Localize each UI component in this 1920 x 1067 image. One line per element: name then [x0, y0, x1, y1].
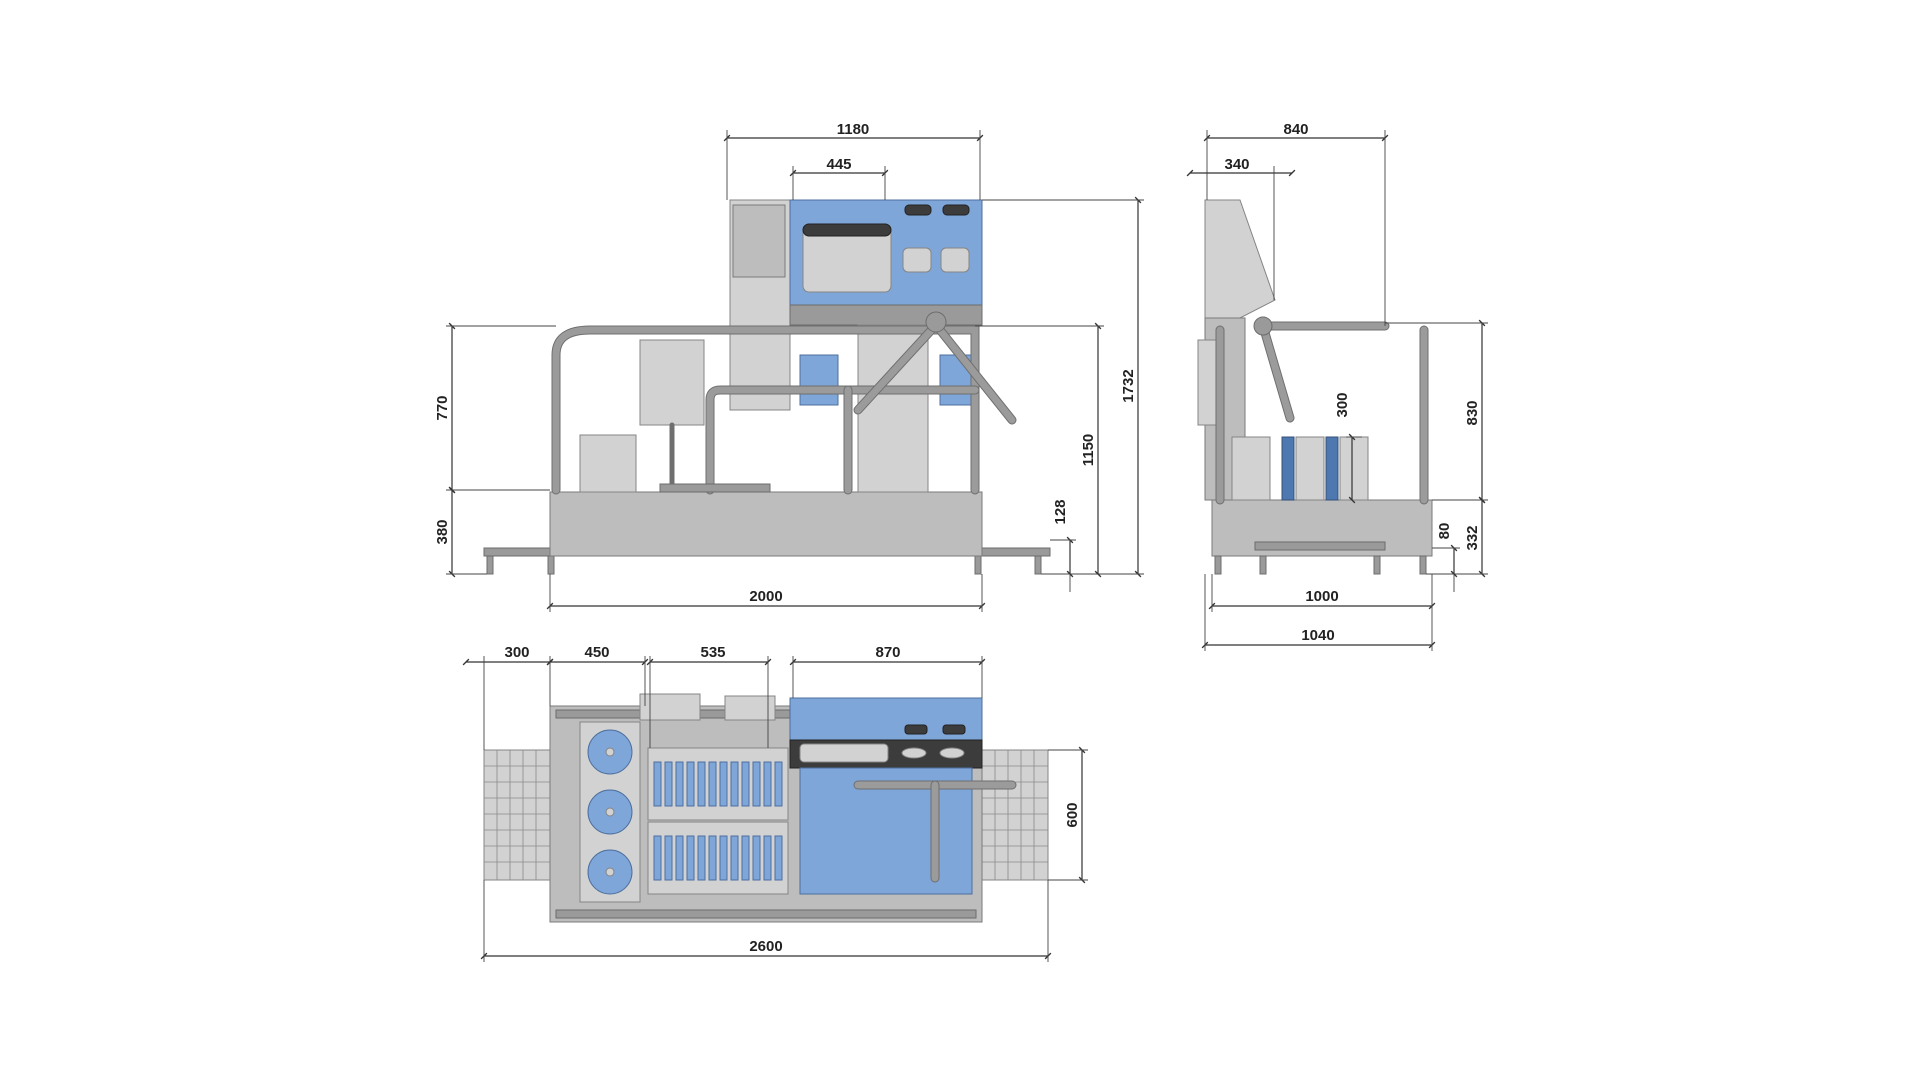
top-view — [483, 693, 1049, 923]
dim-panel-zone: 870 — [875, 644, 900, 661]
side-brush — [1325, 436, 1339, 501]
front-left-ramp — [483, 547, 555, 557]
panel-bottom-strip — [789, 304, 983, 326]
top-rail-front — [555, 909, 977, 919]
side-brush-unit — [1339, 436, 1369, 501]
brush-bristle — [675, 761, 684, 807]
brush-bristle — [686, 761, 695, 807]
brush-bristle — [730, 761, 739, 807]
electrical-box — [639, 339, 705, 426]
top-dimensions: 300 450 535 870 600 2600 — [462, 644, 1088, 962]
towel-dispenser — [732, 204, 786, 278]
front-leg — [974, 555, 982, 575]
side-dimensions: 840 340 300 830 332 80 1000 1040 — [1186, 121, 1488, 651]
dim-turnstile-height: 1150 — [1080, 434, 1097, 467]
dim-disc-zone: 450 — [584, 644, 609, 661]
front-leg — [547, 555, 555, 575]
sanitizer-canister — [799, 354, 839, 406]
brush-bristle — [708, 835, 717, 881]
brush-row — [653, 761, 783, 807]
side-leg — [1214, 555, 1222, 575]
dim-rail-height: 770 — [434, 395, 451, 420]
dispenser-button — [904, 204, 932, 216]
brush-bristle — [752, 835, 761, 881]
brush-bristle — [719, 761, 728, 807]
dim-side-leg-height: 80 — [1436, 523, 1453, 540]
dim-inner-length: 1000 — [1305, 588, 1338, 605]
dim-brush-zone: 535 — [700, 644, 725, 661]
sanitizer-nozzle — [902, 247, 932, 273]
brush-bristle — [664, 761, 673, 807]
dispenser-button — [942, 204, 970, 216]
brush-bristle — [763, 761, 772, 807]
top-left-grate — [483, 749, 551, 881]
right-grate-mesh — [982, 750, 1048, 880]
brush-bristle — [653, 835, 662, 881]
front-bin — [579, 434, 637, 493]
front-base-tub — [549, 491, 983, 557]
brush-bristle — [697, 835, 706, 881]
front-dimensions: 1180 445 770 380 1732 1150 128 2000 — [434, 121, 1144, 612]
top-electrical-box — [639, 693, 701, 721]
side-drawer — [1254, 541, 1386, 551]
side-brush-unit — [1295, 436, 1325, 501]
dim-base-height: 380 — [434, 519, 451, 544]
dim-overall-depth: 840 — [1283, 121, 1308, 138]
dim-overall-width: 1180 — [837, 121, 870, 138]
side-leg — [1419, 555, 1427, 575]
dim-top-width: 600 — [1064, 802, 1081, 827]
turnstile-arm-inner — [854, 321, 940, 414]
front-leg — [1034, 555, 1042, 575]
side-view — [1197, 199, 1433, 575]
dim-side-rail-height: 830 — [1464, 400, 1481, 425]
side-leg — [1259, 555, 1267, 575]
dim-panel-depth: 340 — [1224, 156, 1249, 173]
top-right-grate — [981, 749, 1049, 881]
brush-bristle — [697, 761, 706, 807]
brush-bristle — [763, 835, 772, 881]
grate-platform — [659, 483, 771, 493]
brush-bristle — [741, 835, 750, 881]
handrail — [552, 326, 979, 494]
front-right-ramp — [979, 547, 1051, 557]
left-grate-mesh — [484, 750, 550, 880]
sanitizer-nozzle — [940, 247, 970, 273]
dim-total-length: 2600 — [749, 938, 782, 955]
brush-bristle — [774, 761, 783, 807]
side-turnstile-hub — [1253, 316, 1273, 336]
side-brush — [1281, 436, 1295, 501]
brush-bristle — [675, 835, 684, 881]
brush-bristle — [653, 761, 662, 807]
turnstile-hub — [925, 311, 947, 333]
dim-brush-height: 300 — [1334, 392, 1351, 417]
brush-row — [653, 835, 783, 881]
turnstile-arm-inner — [932, 321, 1016, 424]
dim-leg-height: 128 — [1052, 499, 1069, 524]
dim-side-base-height: 332 — [1464, 525, 1481, 550]
front-view — [483, 199, 1051, 575]
top-towel-box — [724, 695, 776, 721]
brush-bristle — [686, 835, 695, 881]
brush-bristle — [730, 835, 739, 881]
brush-bristle — [719, 835, 728, 881]
brush-bristle — [774, 835, 783, 881]
brush-bristle — [741, 761, 750, 807]
brush-bristle — [664, 835, 673, 881]
dim-total-height: 1732 — [1120, 369, 1137, 402]
side-panel-housing — [1204, 199, 1276, 319]
front-leg — [486, 555, 494, 575]
brush-bristle — [708, 761, 717, 807]
dim-panel-width: 445 — [826, 156, 851, 173]
dim-outer-length: 1040 — [1301, 627, 1334, 644]
brush-bristle — [752, 761, 761, 807]
side-brush-unit — [1231, 436, 1271, 501]
side-turnstile-arm-inner — [1259, 322, 1294, 422]
dim-ramp-length: 300 — [504, 644, 529, 661]
inner-rail — [706, 386, 979, 494]
dim-base-length: 2000 — [749, 588, 782, 605]
side-leg — [1373, 555, 1381, 575]
hand-dryer-slot — [802, 223, 892, 237]
top-dryer-opening — [799, 743, 889, 763]
